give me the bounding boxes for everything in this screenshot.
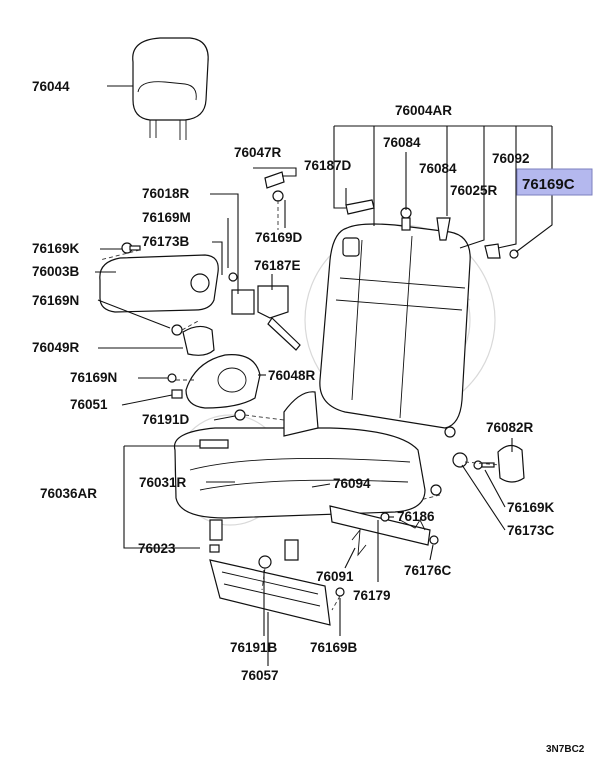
label-76173C[interactable]: 76173C xyxy=(507,523,555,538)
label-76092[interactable]: 76092 xyxy=(492,151,530,166)
headrest[interactable] xyxy=(132,37,209,140)
label-76179[interactable]: 76179 xyxy=(353,588,391,603)
label-76176C[interactable]: 76176C xyxy=(404,563,452,578)
label-76169D[interactable]: 76169D xyxy=(255,230,303,245)
hinge-brackets[interactable] xyxy=(231,171,319,437)
label-76191D[interactable]: 76191D xyxy=(142,412,190,427)
label-76091[interactable]: 76091 xyxy=(316,569,354,584)
label-76191B[interactable]: 76191B xyxy=(230,640,278,655)
recliner-cover[interactable] xyxy=(182,325,261,409)
leader-lines xyxy=(95,85,553,666)
fasteners[interactable] xyxy=(121,190,525,597)
label-76169K-2[interactable]: 76169K xyxy=(507,500,555,515)
label-76084-b[interactable]: 76084 xyxy=(419,161,457,176)
label-76004AR[interactable]: 76004AR xyxy=(395,103,452,118)
label-76018R[interactable]: 76018R xyxy=(142,186,190,201)
label-76169N[interactable]: 76169N xyxy=(32,293,79,308)
label-76048R[interactable]: 76048R xyxy=(268,368,316,383)
assembly-guides xyxy=(99,200,501,611)
label-76186[interactable]: 76186 xyxy=(397,509,435,524)
label-76082R[interactable]: 76082R xyxy=(486,420,534,435)
label-76169N-2[interactable]: 76169N xyxy=(70,370,117,385)
label-76049R[interactable]: 76049R xyxy=(32,340,80,355)
label-76169C[interactable]: 76169C xyxy=(522,176,575,193)
seat-cushion[interactable] xyxy=(173,427,426,519)
part-labels[interactable]: 76044 76004AR 76047R 76187D 76084 76084 … xyxy=(32,79,575,683)
label-76173B[interactable]: 76173B xyxy=(142,234,190,249)
side-cover[interactable] xyxy=(99,254,219,313)
label-76094[interactable]: 76094 xyxy=(333,476,371,491)
label-76187D[interactable]: 76187D xyxy=(304,158,352,173)
label-76169B[interactable]: 76169B xyxy=(310,640,358,655)
label-76044[interactable]: 76044 xyxy=(32,79,70,94)
label-76084-a[interactable]: 76084 xyxy=(383,135,421,150)
label-76023[interactable]: 76023 xyxy=(138,541,176,556)
seat-back[interactable] xyxy=(319,223,471,429)
label-76003B[interactable]: 76003B xyxy=(32,264,80,279)
seat-rail[interactable] xyxy=(209,505,431,626)
label-76025R[interactable]: 76025R xyxy=(450,183,498,198)
label-76036AR[interactable]: 76036AR xyxy=(40,486,97,501)
label-76051[interactable]: 76051 xyxy=(70,397,108,412)
label-76169K[interactable]: 76169K xyxy=(32,241,80,256)
label-76169M[interactable]: 76169M xyxy=(142,210,191,225)
label-76187E[interactable]: 76187E xyxy=(254,258,301,273)
label-76047R[interactable]: 76047R xyxy=(234,145,282,160)
label-76031R[interactable]: 76031R xyxy=(139,475,187,490)
highlight-box xyxy=(516,168,593,196)
label-76057[interactable]: 76057 xyxy=(241,668,279,683)
diagram-code: 3N7BC2 xyxy=(546,744,585,755)
